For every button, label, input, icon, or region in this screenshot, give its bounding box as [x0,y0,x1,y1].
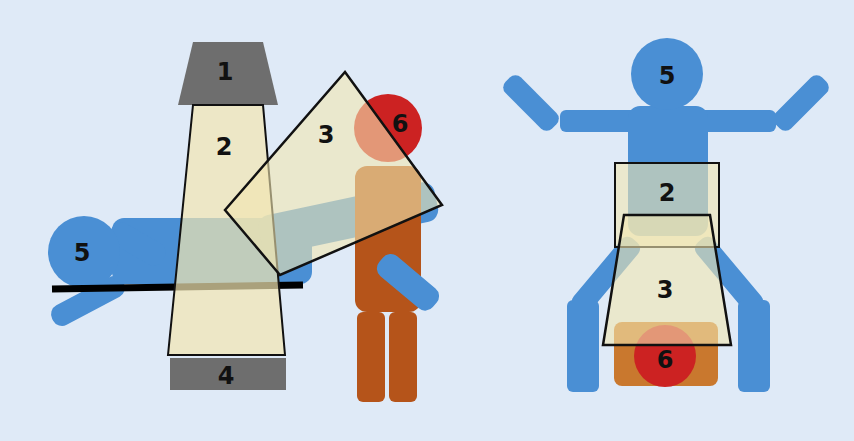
callout-number: 6 [657,348,674,372]
callout-number: 6 [392,112,409,136]
patient-leg [738,300,770,392]
top-view [500,38,832,392]
callout-number: 2 [216,135,233,159]
scatter-cone [603,215,731,345]
side-view [48,42,444,402]
patient-head [631,38,703,110]
callout-number: 3 [318,123,335,147]
x-ray-tube [178,42,278,105]
operator-leg [389,312,417,402]
callout-number: 5 [659,64,676,88]
callout-number: 1 [217,60,234,84]
operator-arm [373,250,443,315]
patient-arm [770,72,832,134]
patient-arm [500,72,562,134]
patient-leg [567,300,599,392]
callout-number: 5 [74,241,91,265]
callout-number: 2 [659,181,676,205]
callout-number: 3 [657,278,674,302]
scatter-cone [225,72,442,275]
detector [170,358,286,390]
operator-leg [357,312,385,402]
patient-head [48,216,120,288]
callout-number: 4 [218,364,235,388]
